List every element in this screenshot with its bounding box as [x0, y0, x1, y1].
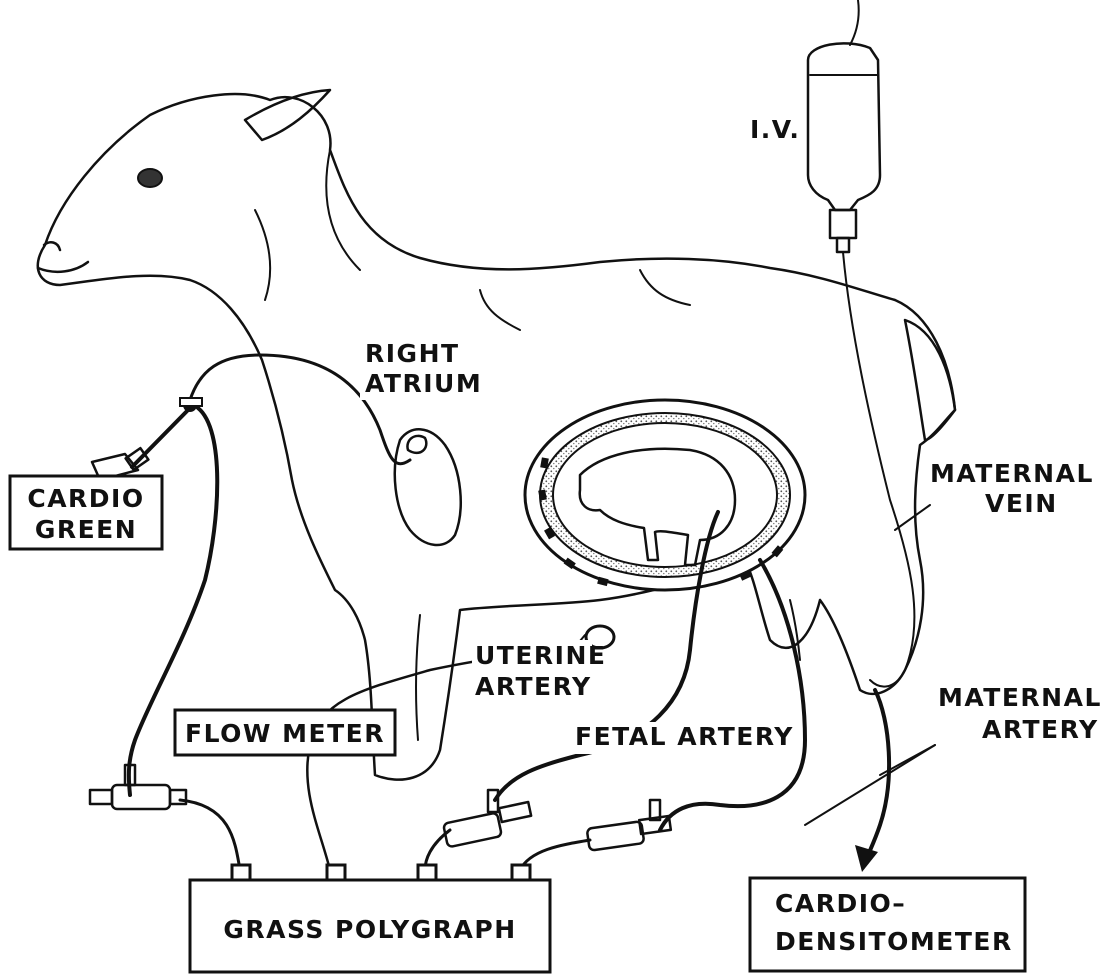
maternal-vein-label-line2: VEIN [985, 489, 1058, 518]
cardiodensitometer-label-line2: DENSITOMETER [775, 927, 1013, 956]
maternal-artery-label-line2: ARTERY [982, 715, 1099, 744]
catheter-lines [129, 252, 935, 872]
flow-meter-label: FLOW METER [185, 719, 385, 748]
grass-polygraph-device: GRASS POLYGRAPH [190, 865, 550, 972]
flow-meter-box: FLOW METER [175, 710, 395, 755]
dye-syringe [92, 398, 202, 480]
cardio-green-box: CARDIO GREEN [10, 476, 162, 549]
cardiodensitometer-label-line1: CARDIO– [775, 889, 906, 918]
heart-illustration [395, 429, 461, 545]
grass-polygraph-label: GRASS POLYGRAPH [223, 915, 516, 944]
iv-bottle [808, 0, 880, 252]
transducer-2 [443, 790, 531, 847]
cardio-green-label-line2: GREEN [35, 515, 137, 544]
maternal-artery-label-line1: MATERNAL [938, 683, 1100, 712]
cardiodensitometer-box: CARDIO– DENSITOMETER [750, 878, 1025, 971]
uterine-artery-label-line1: UTERINE [475, 641, 606, 670]
fetal-artery-label: FETAL ARTERY [575, 722, 794, 751]
right-atrium-label-line1: RIGHT [365, 339, 460, 368]
transducer-3 [587, 800, 671, 851]
transducer-1 [90, 765, 186, 809]
uterine-artery-label-line2: ARTERY [475, 672, 592, 701]
cardio-green-label-line1: CARDIO [27, 484, 144, 513]
maternal-vein-label-line1: MATERNAL [930, 459, 1094, 488]
right-atrium-label-line2: ATRIUM [365, 369, 482, 398]
iv-label: I.V. [750, 115, 800, 144]
